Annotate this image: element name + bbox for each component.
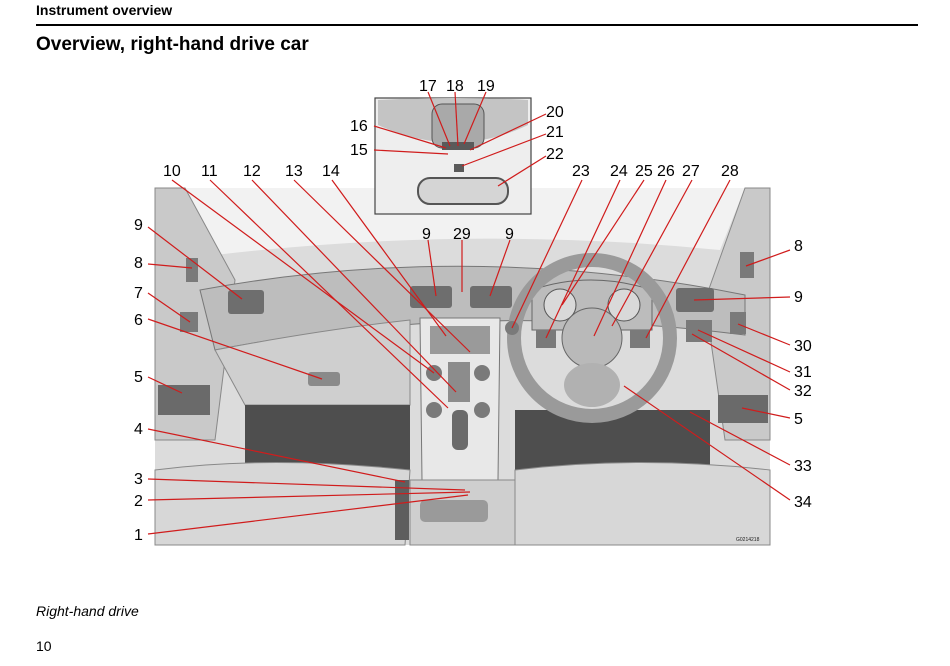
center-vent-right [470, 286, 512, 308]
callout-label: 7 [134, 285, 143, 302]
rear-view-mirror [417, 177, 509, 205]
callout-label: 24 [610, 163, 628, 180]
page-title: Overview, right-hand drive car [36, 34, 309, 55]
section-divider [36, 24, 918, 26]
left-seat [154, 462, 411, 546]
windscreen [180, 188, 745, 255]
callout-label: 21 [546, 124, 564, 141]
section-title: Instrument overview [36, 2, 173, 18]
callout-label: 10 [163, 163, 181, 180]
right-door-switch-panel [718, 395, 768, 423]
page-number: 10 [36, 638, 52, 654]
glovebox-handle [308, 372, 340, 386]
callout-label: 23 [572, 163, 590, 180]
callout-label: 9 [794, 289, 803, 306]
callout-label: 16 [350, 118, 368, 135]
callout-label: 13 [285, 163, 303, 180]
left-air-vent [228, 290, 264, 314]
callout-label: 31 [794, 364, 812, 381]
callout-label: 8 [794, 238, 803, 255]
reference-code: G0214218 [736, 537, 760, 543]
climate-knob-lower-left [426, 402, 442, 418]
steering-left-pad [536, 330, 556, 348]
callout-leader-lines [147, 91, 791, 535]
ignition-switch [505, 321, 519, 335]
callout-label: 22 [546, 146, 564, 163]
callout-label: 17 [419, 78, 437, 95]
left-mirror-control [186, 258, 198, 282]
callout-label: 33 [794, 458, 812, 475]
callout-label: 3 [134, 471, 143, 488]
speedometer [543, 288, 577, 322]
callout-label: 15 [350, 142, 368, 159]
gear-selector [452, 410, 468, 450]
right-seat [514, 462, 771, 546]
callout-label: 8 [134, 255, 143, 272]
climate-knob-lower-right [474, 402, 490, 418]
callout-label: 2 [134, 493, 143, 510]
callout-label: 18 [446, 78, 464, 95]
callout-numbers: 1 2 3 4 5 5 6 7 8 8 9 9 9 9 9 10 11 12 1… [134, 78, 812, 544]
left-door-switch-panel [158, 385, 210, 415]
sensor-module [454, 164, 464, 172]
right-door-handle [730, 312, 746, 334]
callout-label: 32 [794, 383, 812, 400]
cup-holder [420, 500, 488, 522]
callout-label: 29 [453, 226, 471, 243]
callout-label: 20 [546, 104, 564, 121]
callout-label: 9 [422, 226, 431, 243]
callout-label: 1 [134, 527, 143, 544]
callout-label: 27 [682, 163, 700, 180]
center-vent-left [410, 286, 452, 308]
callout-label: 26 [657, 163, 675, 180]
callout-label: 28 [721, 163, 739, 180]
glovebox [214, 319, 411, 406]
floor-mat-left [245, 405, 410, 470]
keypad [448, 362, 470, 402]
handbrake [395, 480, 409, 540]
callout-label: 11 [201, 163, 218, 180]
steering-column [564, 363, 620, 407]
audio-display [430, 326, 490, 354]
callout-label: 30 [794, 338, 812, 355]
callout-label: 19 [477, 78, 495, 95]
callout-label: 5 [794, 411, 803, 428]
callout-label: 9 [134, 217, 143, 234]
callout-label: 14 [322, 163, 340, 180]
climate-knob-right [474, 365, 490, 381]
callout-label: 5 [134, 369, 143, 386]
callout-label: 9 [505, 226, 514, 243]
callout-label: 12 [243, 163, 261, 180]
steering-right-pad [630, 330, 650, 348]
callout-label: 6 [134, 312, 143, 329]
callout-label: 25 [635, 163, 653, 180]
callout-label: 34 [794, 494, 812, 511]
steering-hub [561, 307, 623, 369]
figure-caption: Right-hand drive [36, 603, 139, 619]
callout-label: 4 [134, 421, 143, 438]
